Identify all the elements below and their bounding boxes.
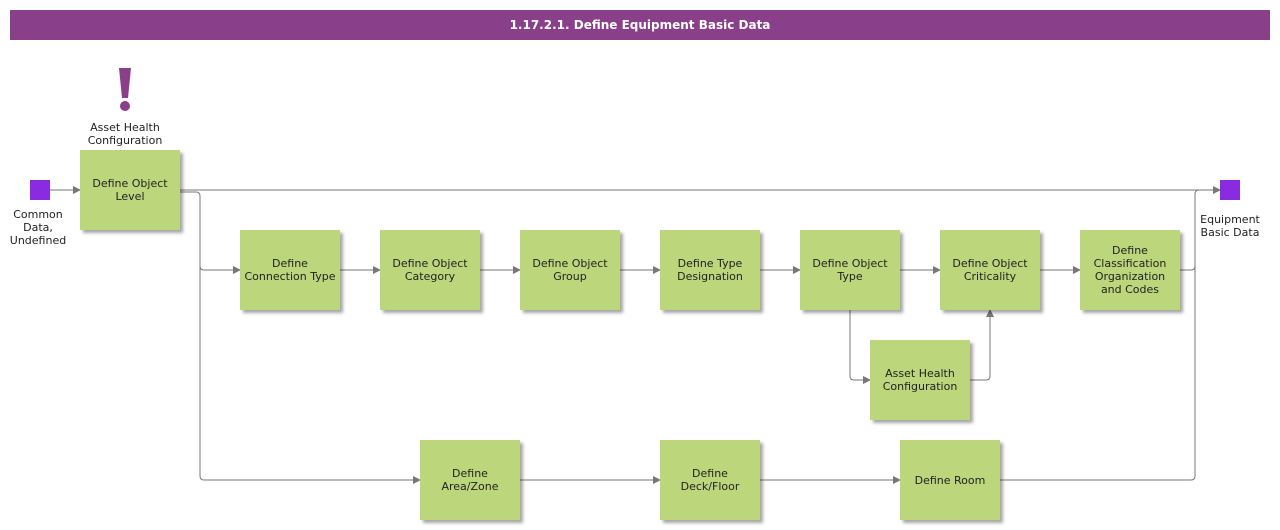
process-label: Define Type Designation [677, 257, 743, 283]
start-terminal[interactable] [30, 180, 50, 200]
start-label: Common Data, Undefined [9, 208, 67, 247]
process-define-classification[interactable]: Define Classification Organization and C… [1080, 230, 1180, 310]
diagram-title: 1.17.2.1. Define Equipment Basic Data [10, 10, 1270, 40]
exclamation-icon [119, 68, 131, 111]
process-define-type-designation[interactable]: Define Type Designation [660, 230, 760, 310]
process-label: Define Object Level [92, 177, 168, 203]
end-terminal[interactable] [1220, 180, 1240, 200]
process-define-object-criticality[interactable]: Define Object Criticality [940, 230, 1040, 310]
end-label: Equipment Basic Data [1200, 213, 1260, 239]
process-label: Define Connection Type [244, 257, 336, 283]
warning-label: Asset Health Configuration [87, 121, 163, 147]
edge-room-merge [1000, 194, 1196, 481]
process-label: Define Object Group [532, 257, 608, 283]
process-define-connection-type[interactable]: Define Connection Type [240, 230, 340, 310]
process-asset-health-configuration[interactable]: Asset Health Configuration [870, 340, 970, 420]
process-label: Define Room [914, 473, 986, 487]
edge-objectlevel-branch [180, 191, 421, 484]
process-label: Define Object Type [812, 257, 888, 283]
process-define-object-group[interactable]: Define Object Group [520, 230, 620, 310]
process-define-deck-floor[interactable]: Define Deck/Floor [660, 440, 760, 520]
process-define-object-level[interactable]: Define Object Level [80, 150, 180, 230]
process-label: Define Area/Zone [441, 467, 499, 493]
edge-type-assethealth [849, 310, 871, 384]
process-label: Define Deck/Floor [680, 467, 740, 493]
process-label: Define Object Category [392, 257, 468, 283]
edge-branch-connection [199, 265, 241, 274]
process-label: Define Object Criticality [952, 257, 1028, 283]
process-define-object-type[interactable]: Define Object Type [800, 230, 900, 310]
process-define-object-category[interactable]: Define Object Category [380, 230, 480, 310]
process-label: Asset Health Configuration [882, 367, 958, 393]
process-define-room[interactable]: Define Room [900, 440, 1000, 520]
process-define-area-zone[interactable]: Define Area/Zone [420, 440, 520, 520]
process-label: Define Classification Organization and C… [1093, 244, 1167, 296]
edge-assethealth-criticality [970, 309, 994, 381]
